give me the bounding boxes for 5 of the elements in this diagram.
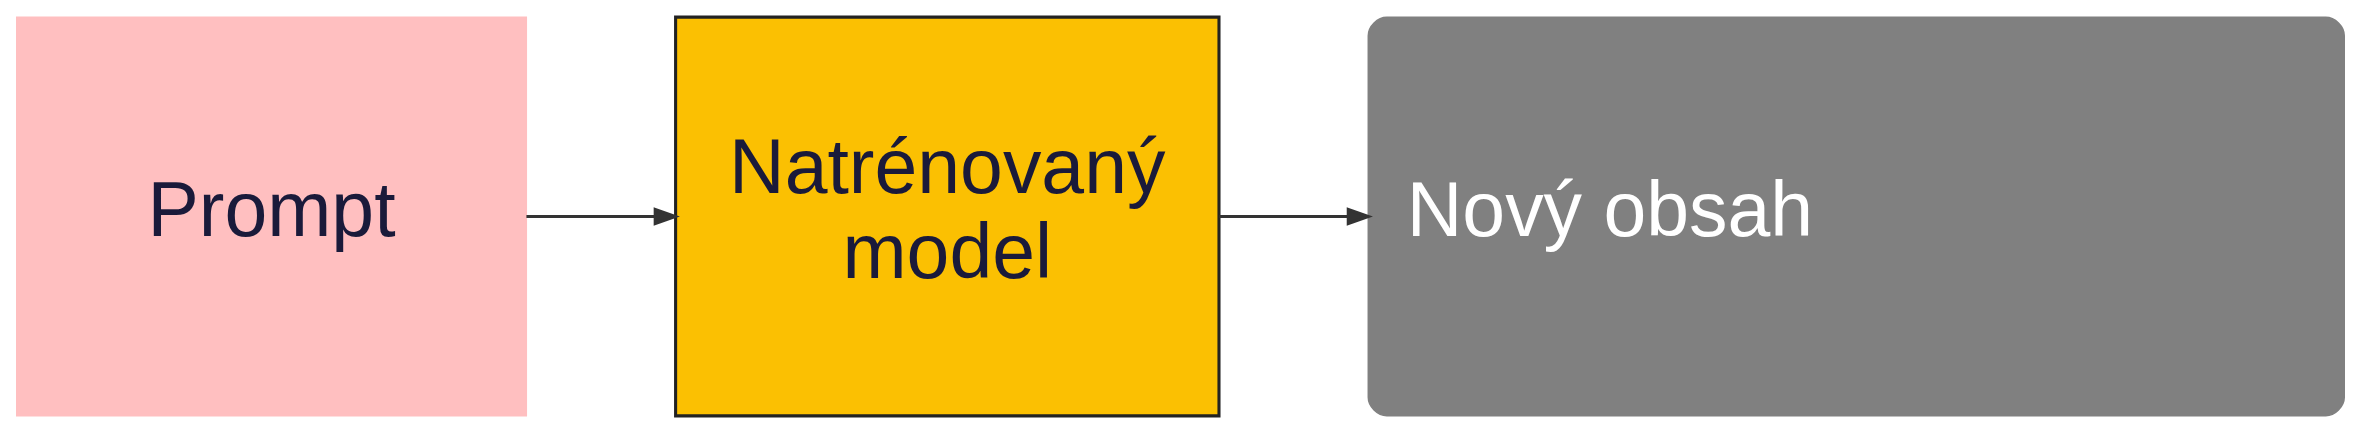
arrow bbox=[526, 206, 680, 226]
arrow bbox=[1219, 206, 1373, 226]
node-box: Natrénovaný model bbox=[674, 15, 1221, 417]
node-box: Nový obsah bbox=[1367, 15, 2345, 417]
node-box: Prompt bbox=[16, 15, 528, 417]
